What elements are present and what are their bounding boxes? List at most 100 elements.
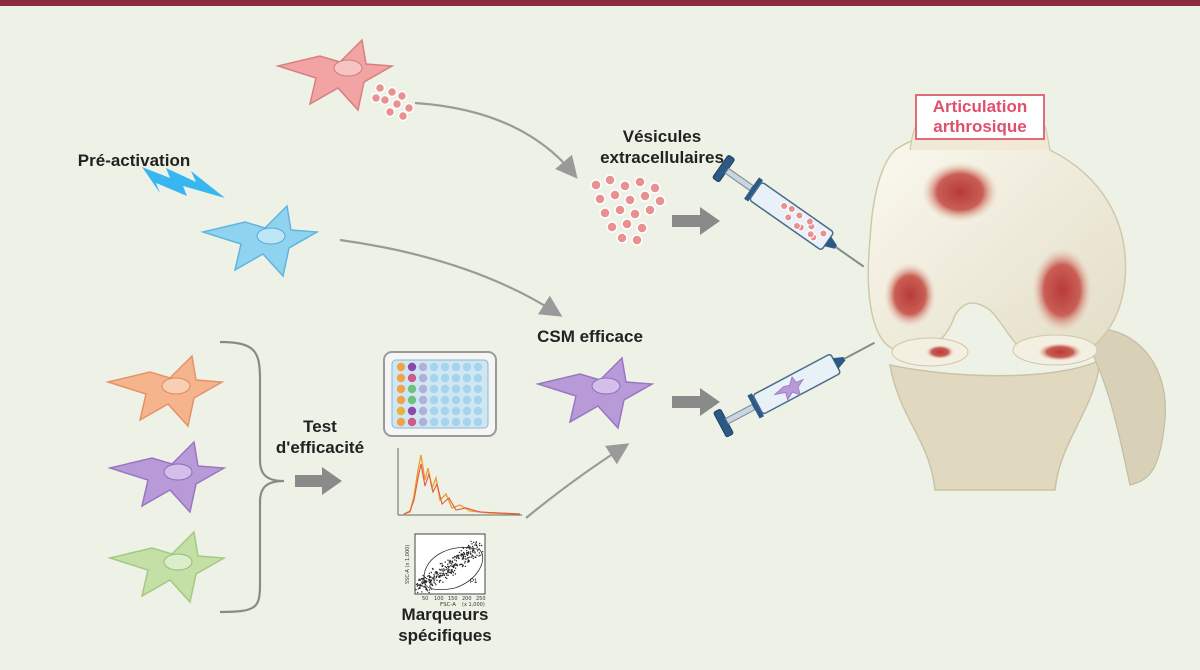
plate-well: [418, 362, 428, 372]
scatter-dot: [431, 584, 433, 586]
scatter-dot: [427, 575, 429, 577]
scatter-dot: [465, 552, 468, 554]
scatter-dot: [458, 551, 461, 554]
scatter-dot: [452, 571, 454, 573]
scatter-dot: [444, 569, 446, 571]
plate-well: [396, 406, 406, 416]
scatter-dot: [467, 553, 469, 555]
plate-well: [418, 417, 428, 427]
plate-well: [429, 373, 439, 383]
gate-outline: [423, 546, 484, 591]
scatter-dot: [419, 579, 421, 581]
scatter-dot: [453, 557, 455, 559]
scatter-dot: [464, 565, 466, 568]
scatter-dot: [417, 591, 419, 594]
scatter-dot: [426, 577, 428, 580]
scatter-dot: [449, 559, 451, 562]
plate-well: [440, 395, 450, 405]
scatter-dot: [442, 574, 444, 576]
plate-well: [396, 373, 406, 383]
scatter-dot: [477, 550, 479, 552]
label-arthritic-joint: Articulation arthrosique: [915, 94, 1045, 140]
scatter-dot: [428, 577, 431, 579]
syringe-icon: [712, 155, 865, 268]
scatter-dot: [428, 591, 430, 594]
scatter-dot: [443, 568, 445, 570]
scatter-dot: [416, 583, 419, 585]
plate-well: [451, 417, 461, 427]
plate-well: [440, 373, 450, 383]
cell-effective-msc: [537, 357, 653, 429]
scatter-dot: [424, 585, 426, 587]
scatter-dot: [444, 561, 446, 563]
scatter-dot: [481, 551, 484, 553]
scatter-dot: [453, 564, 455, 567]
scatter-dot: [451, 569, 453, 571]
cell-purple: [109, 441, 225, 513]
scatter-dot: [479, 554, 481, 557]
scatter-dot: [468, 548, 470, 550]
scatter-dot: [439, 576, 441, 578]
scatter-dot: [475, 541, 478, 543]
scatter-dot: [465, 553, 468, 555]
scatter-dot: [447, 563, 449, 565]
scatter-dot: [466, 550, 468, 552]
scatter-dot: [462, 547, 465, 549]
scatter-dot: [474, 551, 476, 553]
plate-well: [407, 373, 417, 383]
scatter-dot: [436, 579, 438, 581]
scatter-dot: [450, 571, 452, 573]
red-cell-vesicles: [370, 82, 415, 122]
x-tick: 100: [434, 596, 444, 602]
scatter-dot: [464, 562, 466, 564]
scatter-dot: [453, 566, 455, 568]
scatter-dot: [441, 568, 443, 570]
scatter-dot: [442, 572, 445, 574]
top-accent-bar: [0, 0, 1200, 6]
scatter-dot: [448, 566, 450, 569]
scatter-dot: [467, 561, 469, 563]
scatter-dot: [461, 564, 464, 566]
scatter-dot: [474, 556, 476, 558]
scatter-dot: [430, 571, 433, 574]
plate-well: [396, 417, 406, 427]
scatter-dot: [470, 553, 472, 555]
scatter-dot: [421, 577, 423, 580]
scatter-dot: [422, 577, 424, 580]
plate-well: [462, 362, 472, 372]
scatter-dot: [476, 545, 478, 547]
plate-well: [429, 395, 439, 405]
scatter-dot: [460, 550, 462, 552]
scatter-dot: [447, 574, 449, 576]
scatter-dot: [418, 579, 420, 581]
scatter-dot: [473, 549, 475, 551]
scatter-dot: [469, 546, 471, 548]
scatter-dot: [434, 578, 436, 580]
femur: [867, 128, 1127, 363]
scatter-dot: [460, 563, 462, 565]
scatter-dot: [444, 566, 446, 568]
plate-well: [396, 384, 406, 394]
scatter-dot: [450, 562, 452, 564]
plate-well: [396, 362, 406, 372]
scatter-dot: [475, 542, 477, 544]
scatter-dot: [478, 555, 480, 557]
scatter-dot: [467, 559, 469, 561]
x-axis-label: FSC-A: [440, 602, 456, 608]
scatter-dot: [453, 569, 456, 572]
scatter-dot: [434, 582, 436, 584]
scatter-dot: [470, 556, 473, 558]
lesion-4: [1038, 343, 1082, 361]
scatter-dot: [479, 542, 481, 545]
plate-well: [473, 384, 483, 394]
scatter-dot: [464, 555, 466, 558]
scatter-dot: [424, 577, 426, 579]
scatter-dot: [428, 572, 431, 575]
arrow-blue-to-effective: [339, 238, 563, 317]
scatter-dot: [442, 581, 444, 583]
arrow-red-to-vesicles: [414, 101, 578, 179]
scatter-dot: [457, 556, 459, 559]
scatter-dot: [465, 558, 467, 560]
plate-well: [440, 417, 450, 427]
